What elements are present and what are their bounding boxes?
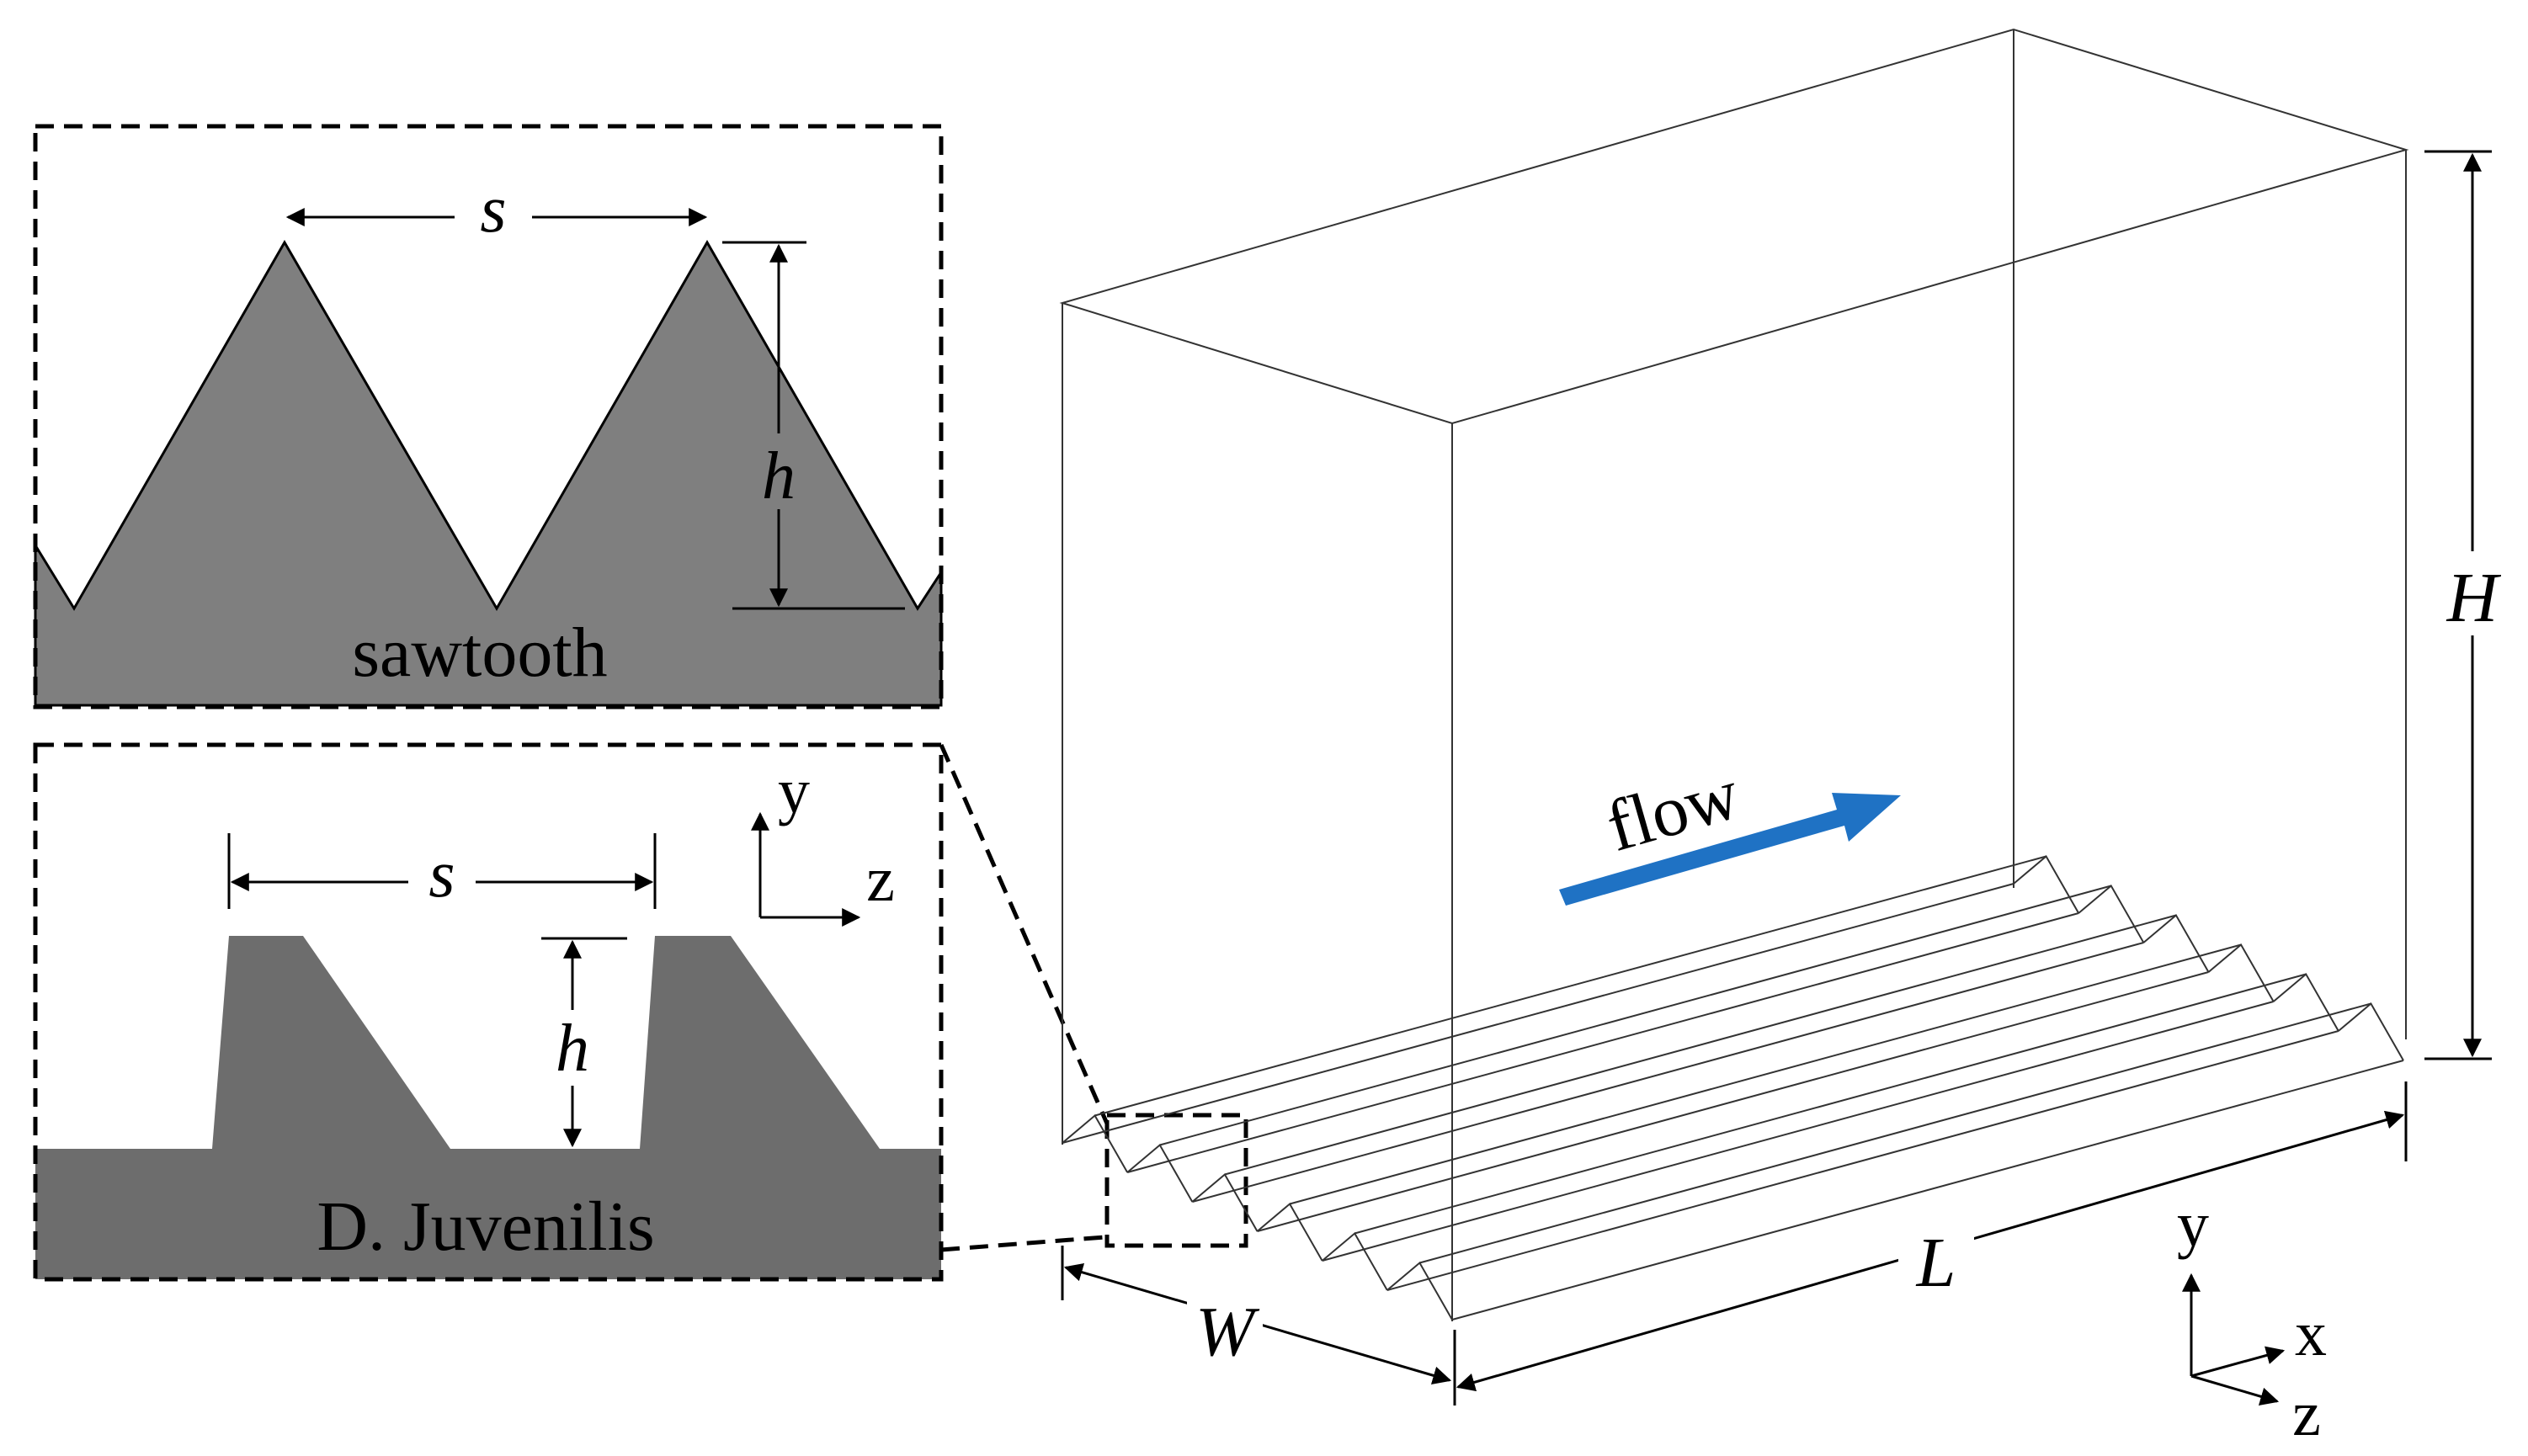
juvenilis-axis-y-label: y — [778, 756, 810, 826]
riblet-valley-line — [1192, 942, 2144, 1203]
riblet-crest-line — [1354, 973, 2307, 1235]
length-label: L — [1916, 1224, 1956, 1302]
riblet-valley-line — [1062, 883, 2014, 1144]
riblet-crest-line — [1094, 855, 2046, 1117]
width-dimension: W — [1061, 1246, 1452, 1384]
axis-x-label: x — [2295, 1299, 2327, 1369]
channel-box — [1059, 28, 2409, 1321]
height-dimension: H — [2424, 150, 2508, 1060]
riblet-crest-line — [1159, 885, 2112, 1146]
flow-arrow: flow — [1559, 752, 1901, 906]
width-label: W — [1195, 1293, 1260, 1371]
zoom-region-box — [1104, 1113, 1248, 1248]
riblet-front-profile — [1386, 1261, 1453, 1320]
sawtooth-spacing-label: s — [480, 173, 506, 247]
riblet-back-profile — [2338, 1002, 2404, 1061]
juvenilis-axis-z-label: z — [866, 844, 895, 915]
riblet-back-profile — [2273, 972, 2339, 1032]
axis-y-label: y — [2177, 1189, 2209, 1260]
riblet-back-profile — [2142, 913, 2210, 973]
riblet-valley-line — [1322, 1001, 2274, 1262]
flow-arrow-icon — [1559, 793, 1901, 906]
juvenilis-spacing-label: s — [428, 837, 455, 911]
domain-axes: y x z — [2177, 1189, 2327, 1449]
sawtooth-height-label: h — [762, 439, 796, 513]
zoom-connector-bottom — [940, 1235, 1105, 1252]
juvenilis-profile — [35, 936, 941, 1279]
juvenilis-caption: D. Juvenilis — [317, 1188, 654, 1266]
riblet-crest-line — [1289, 943, 2242, 1205]
riblet-crest-line — [1419, 1002, 2371, 1264]
axis-z-label: z — [2292, 1379, 2321, 1449]
length-dimension: L — [1453, 1081, 2408, 1406]
juvenilis-axes: y z — [751, 756, 895, 927]
riblet-back-profile — [2013, 854, 2080, 914]
riblet-valley-line — [1126, 912, 2079, 1173]
juvenilis-panel: s h y z D. Juvenilis — [33, 742, 944, 1282]
riblet-front-profile — [1062, 1113, 1129, 1173]
sawtooth-caption: sawtooth — [352, 614, 607, 692]
riblet-front-profile — [1126, 1143, 1194, 1203]
riblet-crest-line — [1224, 914, 2177, 1176]
riblet-back-profile — [2078, 884, 2145, 943]
juvenilis-panel-border — [33, 742, 944, 1282]
riblet-back-profile — [2207, 943, 2275, 1002]
sawtooth-profile — [34, 239, 943, 707]
riblet-front-profile — [1256, 1202, 1323, 1262]
height-label: H — [2446, 559, 2502, 637]
zoom-connector-top — [939, 743, 1110, 1125]
juvenilis-height-label: h — [556, 1012, 589, 1086]
sawtooth-panel: s h sawtooth — [33, 124, 944, 709]
riblet-front-profile — [1322, 1231, 1388, 1291]
riblet-valley-line — [1257, 971, 2209, 1232]
